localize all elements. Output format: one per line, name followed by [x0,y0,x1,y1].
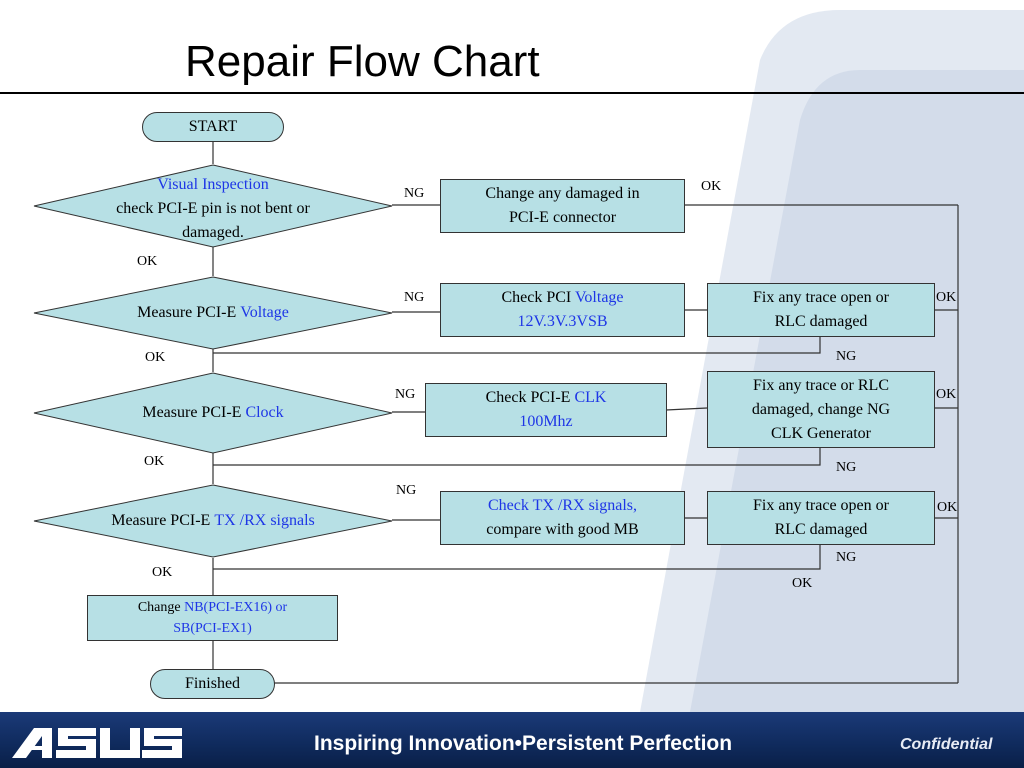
ng-label-txrx: NG [396,483,417,498]
check-clk-freq: 100Mhz [519,413,573,430]
measure-clock-text: Measure PCI-E Clock [32,372,394,454]
ok-label-rail: OK [792,576,813,591]
measure-voltage-prefix: Measure PCI-E [137,304,241,321]
measure-txrx-prefix: Measure PCI-E [111,512,215,529]
connector-fixclk-ng [213,447,821,466]
visual-inspection-line2: check PCI-E pin is not bent or [116,200,310,217]
connector-fix2-ng [213,545,821,570]
fix-clk-line2: damaged, change NG [751,400,891,418]
ok-label-fix2: OK [937,500,958,515]
ok-label-fix1: OK [936,290,957,305]
asus-logo [12,728,182,758]
check-voltage-prefix: Check PCI [501,289,575,306]
fix-clk-line1: Fix any trace or RLC [753,376,889,394]
ok-label-voltage: OK [145,350,166,365]
connector-fix1-ng [213,336,821,354]
measure-txrx-text: Measure PCI-E TX /RX signals [32,484,394,558]
measure-voltage-text: Measure PCI-E Voltage [32,276,394,350]
ng-label-fix2: NG [836,550,857,565]
ng-label-fixclk: NG [836,460,857,475]
fix-trace-1-line2: RLC damaged [774,313,868,330]
ng-label-fix1: NG [836,349,857,364]
check-clk-box: Check PCI-E CLK 100Mhz [425,383,667,437]
ok-label-txrx: OK [152,565,173,580]
check-voltage-values: 12V.3V.3VSB [517,313,608,330]
ng-label-visual: NG [404,186,425,201]
check-txrx-line1: Check TX /RX signals, [487,497,638,514]
ok-label-visual: OK [137,254,158,269]
fix-clk-box: Fix any trace or RLC damaged, change NG … [707,371,935,448]
measure-clock-diamond [33,372,393,454]
change-connector-line1: Change any damaged in [485,185,640,202]
fix-trace-1-line1: Fix any trace open or [753,289,889,306]
flow-connectors [212,142,959,684]
fix-clk-line3: CLK Generator [771,424,871,442]
ok-label-fixclk: OK [936,387,957,402]
check-txrx-box: Check TX /RX signals, compare with good … [440,491,685,545]
ok-label-clock: OK [144,454,165,469]
change-nb-prefix: Change [137,600,185,615]
measure-voltage-diamond [33,276,393,350]
change-connector-line2: PCI-E connector [508,209,617,226]
fix-trace-box-2: Fix any trace open or RLC damaged [707,491,935,545]
check-clk-prefix: Check PCI-E [485,389,575,406]
ng-label-voltage: NG [404,290,425,305]
measure-voltage-highlight: Voltage [240,304,289,321]
confidential-label: Confidential [900,736,993,753]
visual-inspection-text: Visual Inspection check PCI-E pin is not… [32,173,394,245]
change-nb-sb-box: Change NB(PCI-EX16) or SB(PCI-EX1) [87,595,338,641]
measure-txrx-highlight: TX /RX signals [214,512,315,529]
fix-trace-2-line1: Fix any trace open or [753,497,889,514]
check-voltage-box: Check PCI Voltage 12V.3V.3VSB [440,283,685,337]
footer-tagline: Inspiring Innovation•Persistent Perfecti… [314,732,733,755]
start-node: START [142,112,284,142]
check-voltage-highlight: Voltage [574,289,624,306]
ng-label-clock: NG [395,387,416,402]
change-connector-box: Change any damaged in PCI-E connector [440,179,685,233]
check-clk-highlight: CLK [574,389,607,406]
title-divider [0,92,1024,94]
measure-clock-prefix: Measure PCI-E [142,404,246,421]
finished-node: Finished [150,669,275,699]
change-nb-highlight: NB(PCI-EX16) or [184,600,288,615]
visual-inspection-diamond [33,164,393,248]
check-txrx-line2: compare with good MB [486,521,639,538]
change-sb-line: SB(PCI-EX1) [173,621,252,636]
page-title: Repair Flow Chart [185,37,540,86]
measure-clock-highlight: Clock [245,404,284,421]
measure-txrx-diamond [33,484,393,558]
visual-inspection-line3: damaged. [182,224,244,241]
fix-trace-2-line2: RLC damaged [774,521,868,538]
visual-inspection-title: Visual Inspection [157,176,269,193]
connector-checkclk-fix [665,407,708,411]
fix-trace-box-1: Fix any trace open or RLC damaged [707,283,935,337]
ok-label-connector: OK [701,179,722,194]
